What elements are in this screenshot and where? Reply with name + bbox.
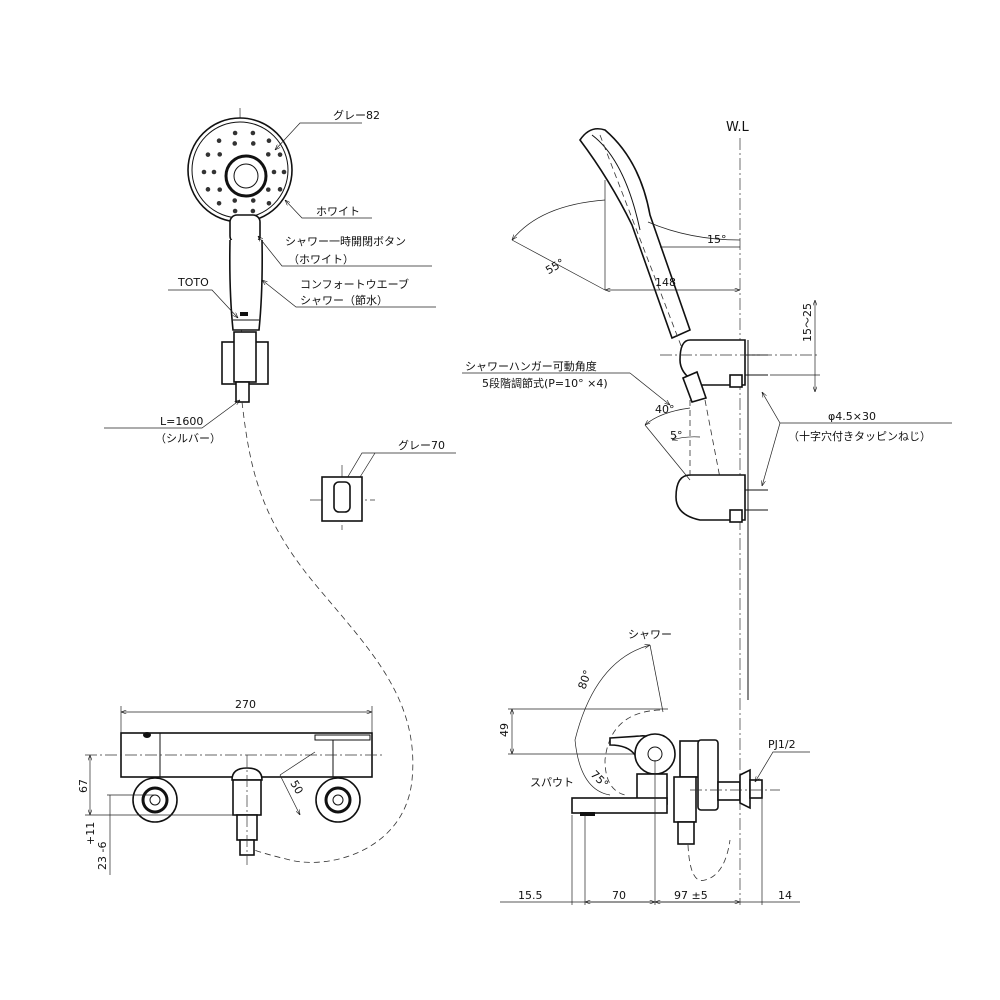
angle-55-label: 55° [543, 256, 566, 277]
dim-270-label: 270 [235, 698, 256, 711]
wall-line-label: W.L [726, 120, 749, 135]
dim-67-label: 67 [77, 779, 90, 793]
nozzle-dot [265, 187, 271, 192]
dim-15-25-label: 15～25 [801, 303, 814, 342]
angle-5-label: 5° [670, 429, 683, 442]
product-line1: コンフォートウエーブ [300, 277, 409, 291]
faucet-front [85, 706, 385, 875]
nozzle-dots [201, 130, 287, 214]
hose-color-label: （シルバー） [155, 432, 221, 445]
angle-75-label: 75° [588, 768, 611, 791]
nozzle-dot [277, 152, 283, 157]
spout-label: スパウト [530, 776, 574, 789]
dim-97-label: 97 ±5 [674, 889, 708, 902]
nozzle-dot [266, 200, 272, 206]
nozzle-dot [205, 187, 211, 192]
nozzle-dot [232, 208, 238, 214]
nozzle-dot [266, 138, 272, 144]
dim-23-label: 23 -6 [96, 842, 109, 870]
hanger-angle-label: シャワーハンガー可動角度 [465, 359, 597, 373]
nozzle-dot [281, 169, 287, 175]
product-line2: シャワー（節水） [300, 293, 388, 307]
face-color-label: ホワイト [316, 205, 360, 218]
faucet-side [500, 645, 810, 905]
shower-direction-label: シャワー [628, 628, 672, 641]
dim-14-label: 14 [778, 889, 792, 902]
nozzle-dot [250, 208, 256, 214]
nozzle-dot [265, 152, 271, 157]
nozzle-dot [217, 152, 223, 157]
dim-70-label: 70 [612, 889, 626, 902]
hand-shower-front [187, 107, 414, 863]
dim-tolerance-upper: +11 [84, 822, 97, 845]
angle-15-label: 15° [707, 233, 727, 246]
nozzle-dot [271, 169, 277, 175]
head-color-label: グレー82 [333, 108, 380, 122]
stop-button-shape [229, 214, 261, 244]
dim-15-5-label: 15.5 [518, 889, 543, 902]
side-view [462, 127, 952, 905]
nozzle-dot [250, 141, 256, 146]
dim-50-label: 50 [287, 778, 305, 797]
hanger-adjust-label: 5段階調節式(P=10° ×4) [482, 376, 608, 390]
screw-type-label: （十字穴付きタッピンねじ） [788, 429, 931, 443]
nozzle-dot [250, 198, 256, 203]
hanger-front [310, 465, 375, 530]
nozzle-dot [232, 198, 238, 203]
hose-length-label: L=1600 [160, 415, 203, 428]
nozzle-dot [232, 141, 238, 146]
dim-148-label: 148 [655, 276, 676, 289]
button-label: シャワー一時開閉ボタン [285, 235, 406, 248]
brand-label: TOTO [177, 276, 209, 289]
nozzle-dot [211, 169, 217, 175]
shower-side [579, 127, 691, 340]
thread-label: PJ1/2 [768, 738, 796, 751]
hanger-color-label: グレー70 [398, 438, 445, 452]
nozzle-dot [232, 130, 238, 136]
angle-80-label: 80° [576, 668, 595, 691]
screw-size-label: φ4.5×30 [828, 410, 876, 423]
nozzle-dot [217, 187, 223, 192]
button-color-label: （ホワイト） [288, 253, 354, 266]
angle-40-label: 40° [655, 403, 675, 416]
nozzle-dot [201, 169, 207, 175]
nozzle-dot [250, 130, 256, 136]
dim-49-label: 49 [498, 723, 511, 737]
nozzle-dot [277, 187, 283, 192]
nozzle-dot [205, 152, 211, 157]
nozzle-dot [216, 200, 222, 206]
nozzle-dot [216, 138, 222, 144]
